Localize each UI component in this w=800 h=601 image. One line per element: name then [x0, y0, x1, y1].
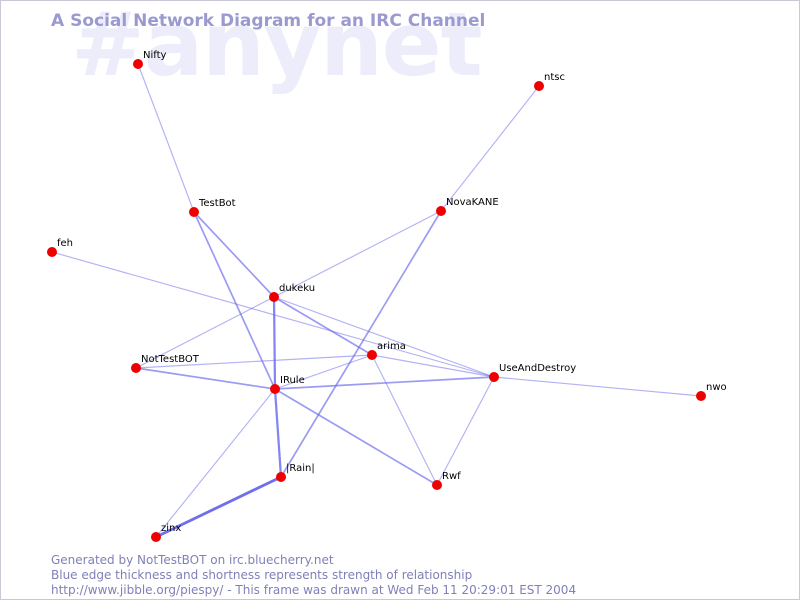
- node-label: UseAndDestroy: [499, 363, 576, 374]
- edge-novakane-rain: [280, 210, 442, 478]
- node-dot: [189, 207, 199, 217]
- node-label: NotTestBOT: [141, 354, 200, 365]
- footer-legend-note: Blue edge thickness and shortness repres…: [51, 568, 473, 582]
- channel-watermark: #anynet: [71, 0, 483, 96]
- node-dot: [276, 472, 286, 482]
- edge-useanddestroy-rwf: [436, 376, 495, 486]
- node-nifty: Nifty: [133, 50, 167, 69]
- footer-generated-by: Generated by NotTestBOT on irc.bluecherr…: [51, 553, 334, 567]
- node-label: ntsc: [544, 72, 565, 83]
- node-useanddestroy: UseAndDestroy: [489, 363, 576, 382]
- edge-testbot-irule: [193, 211, 276, 390]
- node-dot: [131, 363, 141, 373]
- node-label: TestBot: [198, 198, 236, 209]
- node-label: zinx: [161, 523, 181, 534]
- node-ntsc: ntsc: [534, 72, 565, 91]
- node-dukeku: dukeku: [269, 283, 315, 302]
- node-nottestbot: NotTestBOT: [131, 354, 200, 373]
- edge-irule-rwf: [274, 388, 438, 486]
- edge-feh-useanddestroy: [51, 251, 495, 378]
- edge-arima-rwf: [371, 354, 438, 486]
- edge-dukeku-useanddestroy: [273, 296, 495, 378]
- node-label: arima: [377, 341, 406, 352]
- node-dot: [269, 292, 279, 302]
- node-irule: IRule: [270, 375, 305, 394]
- node-dot: [270, 384, 280, 394]
- node-dot: [151, 532, 161, 542]
- edge-dukeku-irule: [272, 296, 277, 390]
- node-dot: [133, 59, 143, 69]
- node-dot: [47, 247, 57, 257]
- edge-layer: [51, 63, 702, 539]
- edge-irule-rain: [273, 388, 283, 478]
- node-rwf: Rwf: [432, 471, 461, 490]
- edge-dukeku-nottestbot: [135, 296, 275, 369]
- node-dot: [436, 206, 446, 216]
- diagram-title: A Social Network Diagram for an IRC Chan…: [51, 11, 486, 31]
- edge-useanddestroy-nwo: [493, 376, 702, 397]
- node-dot: [367, 350, 377, 360]
- edge-ntsc-novakane: [440, 85, 540, 212]
- node-zinx: zinx: [151, 523, 181, 542]
- node-dot: [534, 81, 544, 91]
- node-rain: |Rain|: [276, 463, 315, 482]
- node-label: IRule: [280, 375, 305, 386]
- edge-arima-useanddestroy: [371, 354, 495, 378]
- edge-irule-useanddestroy: [274, 376, 495, 390]
- edge-novakane-dukeku: [273, 210, 442, 298]
- node-novakane: NovaKANE: [436, 197, 499, 216]
- node-feh: feh: [47, 238, 73, 257]
- node-label: Rwf: [442, 471, 461, 482]
- footer-frame-info: http://www.jibble.org/piespy/ - This fra…: [51, 583, 577, 597]
- node-dot: [432, 480, 442, 490]
- node-label: feh: [57, 238, 73, 249]
- node-arima: arima: [367, 341, 406, 360]
- node-label: NovaKANE: [446, 197, 499, 208]
- node-dot: [489, 372, 499, 382]
- node-nwo: nwo: [696, 382, 727, 401]
- edge-arima-nottestbot: [135, 354, 373, 369]
- node-label: |Rain|: [286, 463, 315, 474]
- node-label: dukeku: [279, 283, 315, 294]
- edge-nottestbot-irule: [135, 367, 276, 390]
- edge-nifty-testbot: [137, 63, 195, 213]
- node-dot: [696, 391, 706, 401]
- node-testbot: TestBot: [189, 198, 236, 217]
- edge-irule-zinx: [155, 388, 276, 538]
- node-label: nwo: [706, 382, 727, 393]
- edge-testbot-dukeku: [193, 211, 275, 298]
- edge-rain-zinx: [155, 475, 282, 539]
- node-label: Nifty: [143, 50, 167, 61]
- edge-arima-irule: [274, 354, 373, 390]
- edge-dukeku-arima: [273, 296, 373, 356]
- footer: Generated by NotTestBOT on irc.bluecherr…: [51, 553, 576, 598]
